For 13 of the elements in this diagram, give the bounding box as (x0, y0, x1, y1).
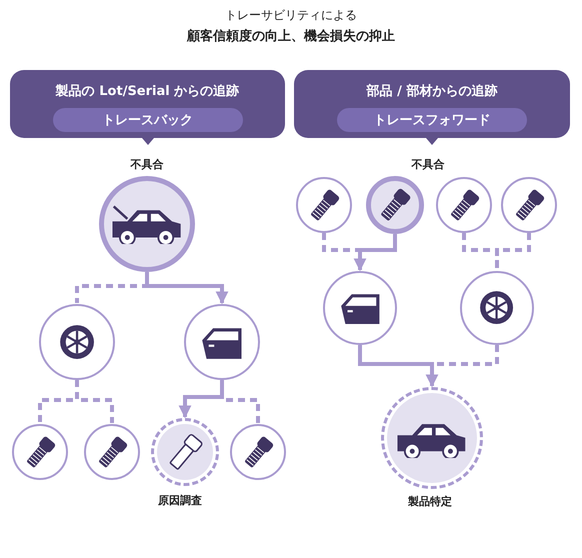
node-caption: 不具合 (412, 157, 444, 172)
pill-label: トレースバック (52, 108, 242, 132)
connector-arrow (354, 234, 397, 272)
pill-label: トレースフォワード (337, 108, 527, 132)
panel-heading: 部品 / 部材からの追跡 (366, 82, 498, 100)
node-caption: 不具合 (130, 157, 164, 172)
connector-arrow (145, 272, 228, 304)
node-caption: 原因調査 (158, 493, 202, 508)
connector-arrow (358, 345, 438, 388)
panel-heading: 製品の Lot/Serial からの追跡 (56, 82, 240, 100)
subtitle: トレーサビリティによる (224, 7, 358, 24)
node-caption: 製品特定 (408, 494, 452, 509)
title: 顧客信頼度の向上、機会損失の抑止 (186, 28, 396, 45)
